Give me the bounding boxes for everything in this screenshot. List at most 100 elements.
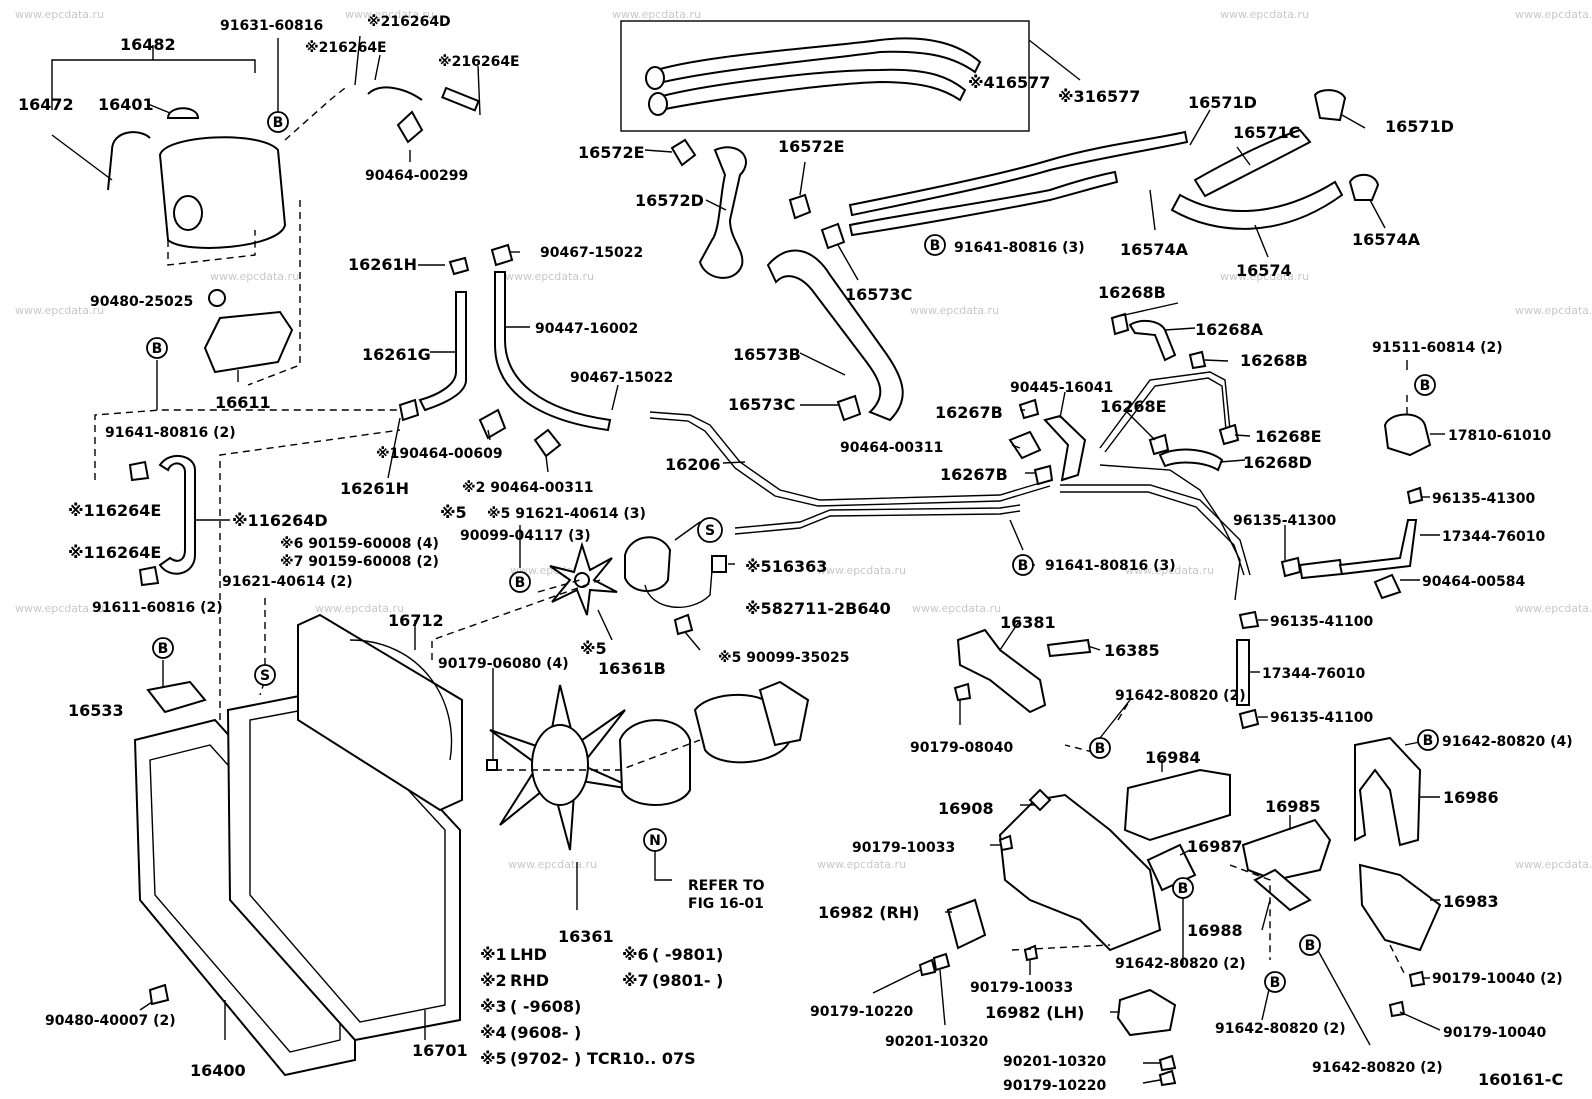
- label-16381: 16381: [1000, 613, 1056, 632]
- leader: [1204, 359, 1229, 362]
- leader: [1028, 39, 1081, 81]
- fan-motor: [624, 536, 672, 592]
- heater-pipe-lower: [734, 504, 1021, 529]
- leader: [1341, 114, 1366, 129]
- label-16982-lh: 16982 (LH): [985, 1003, 1084, 1022]
- watermark: www.epcdata.ru: [912, 602, 1001, 615]
- watermark: www.epcdata.ru: [817, 858, 906, 871]
- label-x1-16264E-b: ※116264E: [68, 543, 161, 562]
- label-16261H-b: 16261H: [340, 479, 409, 498]
- label-91611-60816: 91611-60816 (2): [92, 600, 223, 616]
- watermark: www.epcdata.ru: [508, 858, 597, 871]
- watermark: www.epcdata.ru: [1515, 304, 1592, 317]
- watermark: www.epcdata.ru: [505, 270, 594, 283]
- pipe-16577-upper: [648, 37, 982, 86]
- leader: [1189, 109, 1211, 146]
- label-16982-rh: 16982 (RH): [818, 903, 920, 922]
- watermark: www.epcdata.ru: [1515, 858, 1592, 871]
- label-16385: 16385: [1104, 641, 1160, 660]
- watermark: www.epcdata.ru: [817, 564, 906, 577]
- label-96135-41300-b: 96135-41300: [1233, 513, 1336, 529]
- marker-b: [924, 234, 946, 256]
- leader: [1087, 645, 1101, 651]
- pipe-16268E-b: [1104, 377, 1227, 453]
- label-16988: 16988: [1187, 921, 1243, 940]
- label-x2-90464-00311: ※2 90464-00311: [462, 480, 593, 496]
- label-16573B: 16573B: [733, 345, 801, 364]
- leader: [374, 54, 381, 81]
- leader: [1234, 434, 1251, 437]
- pipe-16268E: [1099, 371, 1231, 449]
- bracket-16533: [146, 680, 207, 714]
- guide-dash: [167, 230, 256, 266]
- clip-90464-00311-right: [1008, 430, 1042, 460]
- label-96135-41300: 96135-41300: [1432, 491, 1535, 507]
- legend-text-5: (9702- ) TCR10.. 07S: [510, 1049, 696, 1068]
- marker-s: [254, 664, 276, 686]
- reservoir-hose-16472: [107, 131, 151, 191]
- watermark: www.epcdata.ru: [612, 8, 701, 21]
- label-90201-10320-b: 90201-10320: [1003, 1054, 1106, 1070]
- legend-mark-2: ※2: [480, 971, 507, 990]
- leader: [1164, 327, 1196, 331]
- label-90179-08040: 90179-08040: [910, 740, 1013, 756]
- label-90467-15022: 90467-15022: [540, 245, 643, 261]
- label-96135-41100: 96135-41100: [1270, 614, 1373, 630]
- clip-16264E-a: [128, 460, 150, 482]
- part-labels: 16482 16472 16401 91631-60816 ※216264D ※…: [18, 14, 1573, 1094]
- upper-hoses: [848, 89, 1386, 258]
- clip-16268B-b: [1188, 350, 1207, 370]
- label-91642-80820-2b: 91642-80820 (2): [1115, 956, 1246, 972]
- label-16268A: 16268A: [1195, 320, 1264, 339]
- hose-16264E-upper: [441, 86, 480, 112]
- clip-90464-00609: [478, 408, 507, 440]
- label-16571D: 16571D: [1188, 93, 1257, 112]
- clip-90464-00299: [396, 110, 424, 144]
- bolt-90179-10040: [1388, 1000, 1406, 1018]
- label-16574: 16574: [1236, 261, 1292, 280]
- water-pump: [758, 680, 810, 747]
- label-x5-91621-40614: ※5 91621-40614 (3): [487, 506, 646, 522]
- motor-wire: [644, 569, 713, 609]
- watermark: www.epcdata.ru: [315, 602, 404, 615]
- heater-pipe-16206: [649, 411, 1051, 501]
- marker-b-text: B: [1095, 741, 1106, 757]
- label-16268E: 16268E: [1100, 397, 1167, 416]
- leader: [872, 969, 921, 994]
- label-90179-10220-b: 90179-10220: [1003, 1078, 1106, 1094]
- label-16361: 16361: [558, 927, 614, 946]
- label-17344-76010: 17344-76010: [1442, 529, 1545, 545]
- watermark: www.epcdata.ru: [15, 304, 104, 317]
- reservoir-bracket-16611: [203, 310, 294, 374]
- label-x5-16363: ※516363: [745, 557, 827, 576]
- marker-b-text: B: [1270, 975, 1281, 991]
- bracket-16985: [1241, 818, 1332, 882]
- leader: [1179, 849, 1191, 856]
- guide-dash: [259, 598, 266, 696]
- guide-dash: [1117, 699, 1131, 721]
- label-91631-60816: 91631-60816: [220, 18, 323, 34]
- label-16985: 16985: [1265, 797, 1321, 816]
- label-16572D: 16572D: [635, 191, 704, 210]
- clamp-16572E-left: [670, 138, 697, 167]
- label-16983: 16983: [1443, 892, 1499, 911]
- connector-16363: [711, 555, 727, 573]
- pipe-box: [620, 20, 1081, 132]
- leader: [1219, 459, 1246, 463]
- leader: [1099, 699, 1131, 739]
- guide-dash: [94, 409, 400, 480]
- clip-90464-00311: [533, 428, 562, 458]
- marker-b: [1264, 971, 1286, 993]
- legend-text-2: RHD: [510, 971, 549, 990]
- heater-pipes: [649, 302, 1251, 601]
- label-16611: 16611: [215, 393, 271, 412]
- pipe-end: [645, 66, 665, 90]
- label-x5-82711: ※582711-2B640: [745, 599, 891, 618]
- legend-text-4: (9608- ): [510, 1023, 581, 1042]
- label-x2-16264D: ※216264D: [367, 14, 451, 30]
- guide-dash: [219, 429, 401, 720]
- label-90201-10320: 90201-10320: [885, 1034, 988, 1050]
- drain-plug-90480-40007: [148, 983, 170, 1006]
- label-x5-90099-35025: ※5 90099-35025: [718, 650, 849, 666]
